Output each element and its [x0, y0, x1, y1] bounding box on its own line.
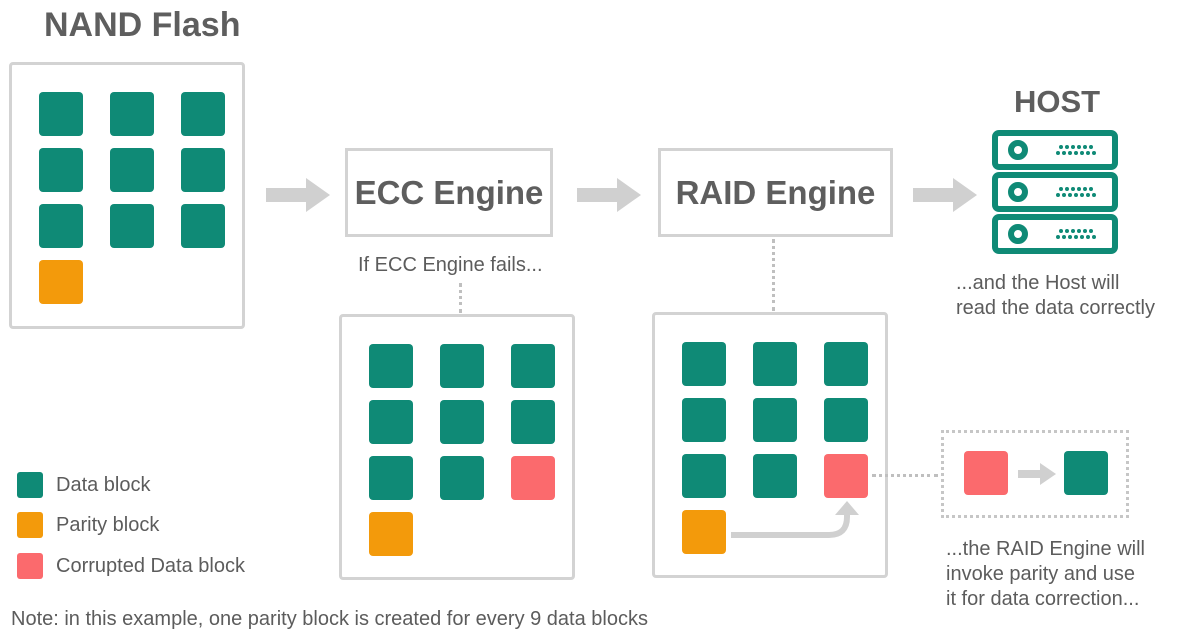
- legend-swatch-data: [17, 472, 43, 498]
- parity-block: [39, 260, 83, 304]
- data-block: [824, 342, 868, 386]
- corrupted-data-block: [964, 451, 1008, 495]
- data-block: [369, 456, 413, 500]
- ecc-blocks-panel: [339, 314, 575, 580]
- data-block: [110, 148, 154, 192]
- data-block: [369, 344, 413, 388]
- correction-box: [941, 430, 1129, 518]
- legend-label-corrupted: Corrupted Data block: [56, 555, 245, 577]
- corrupted-data-block: [511, 456, 555, 500]
- dotted-connector: [459, 283, 462, 313]
- raid-note-line-3: it for data correction...: [946, 588, 1140, 610]
- data-block: [39, 148, 83, 192]
- host-title: HOST: [1014, 84, 1101, 119]
- raid-blocks-panel: [652, 312, 888, 578]
- legend-swatch-corrupted: [17, 553, 43, 579]
- data-block: [753, 342, 797, 386]
- ecc-fail-note: If ECC Engine fails...: [358, 254, 543, 276]
- data-block: [39, 204, 83, 248]
- data-block: [181, 92, 225, 136]
- data-block: [753, 398, 797, 442]
- data-block: [39, 92, 83, 136]
- data-block: [682, 398, 726, 442]
- arrow-right-icon: [266, 178, 330, 212]
- data-block: [824, 398, 868, 442]
- nand-flash-title: NAND Flash: [44, 6, 241, 44]
- data-block: [110, 92, 154, 136]
- data-block: [110, 204, 154, 248]
- arrow-right-icon: [913, 178, 977, 212]
- arrow-right-icon: [1018, 463, 1056, 485]
- data-block: [181, 204, 225, 248]
- parity-block: [682, 510, 726, 554]
- data-block: [682, 342, 726, 386]
- dotted-connector: [872, 474, 938, 477]
- data-block: [440, 344, 484, 388]
- data-block: [440, 400, 484, 444]
- corrupted-data-block: [824, 454, 868, 498]
- dotted-connector: [772, 239, 775, 311]
- raid-note-line-1: ...the RAID Engine will: [946, 538, 1145, 560]
- parity-to-corrupted-arrow: [731, 501, 859, 538]
- data-block: [511, 400, 555, 444]
- legend-swatch-parity: [17, 512, 43, 538]
- arrow-right-icon: [577, 178, 641, 212]
- data-block: [682, 454, 726, 498]
- data-block: [369, 400, 413, 444]
- nand-flash-panel: [9, 62, 245, 329]
- legend-label-data: Data block: [56, 474, 151, 496]
- raid-engine-box: RAID Engine: [658, 148, 893, 237]
- data-block: [753, 454, 797, 498]
- host-note-line-2: read the data correctly: [956, 297, 1155, 319]
- ecc-engine-box: ECC Engine: [345, 148, 553, 237]
- raid-note-line-2: invoke parity and use: [946, 563, 1136, 585]
- parity-block: [369, 512, 413, 556]
- data-block: [440, 456, 484, 500]
- host-note-line-1: ...and the Host will: [956, 272, 1120, 294]
- server-icon: [992, 130, 1118, 254]
- data-block: [181, 148, 225, 192]
- legend-label-parity: Parity block: [56, 514, 160, 536]
- data-block: [1064, 451, 1108, 495]
- data-block: [511, 344, 555, 388]
- footnote: Note: in this example, one parity block …: [11, 608, 648, 630]
